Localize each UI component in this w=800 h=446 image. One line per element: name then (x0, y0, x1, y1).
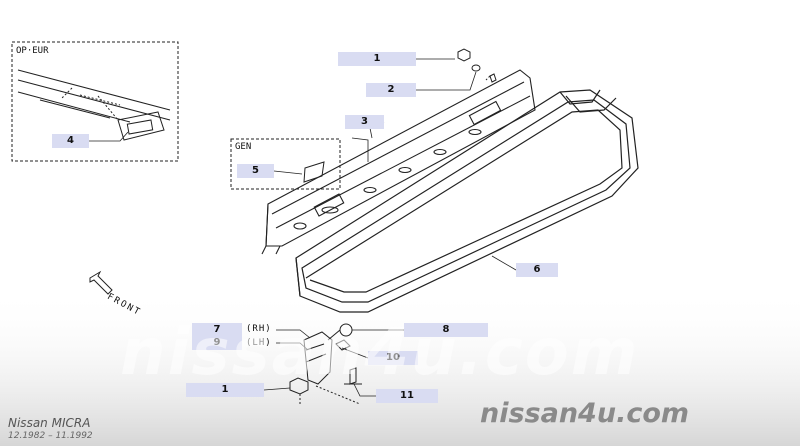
callout-7-bracket-rh[interactable]: 7 (192, 323, 242, 337)
callout-9-bracket-lh[interactable]: 9 (192, 336, 242, 350)
op-eur-label: OP·EUR (16, 46, 49, 56)
front-arrow (89, 270, 113, 295)
callout-8-grommet[interactable]: 8 (404, 323, 488, 337)
watermark-main: nissan4u.com (120, 316, 640, 390)
reflector-part (303, 161, 325, 183)
lh-label: (LH) (246, 338, 272, 348)
production-dates: 12.1982 – 11.1992 (8, 431, 93, 441)
callout-4-license-lamp[interactable]: 4 (52, 134, 89, 148)
license-lamp-part (97, 95, 165, 141)
model-name: Nissan MICRA (8, 416, 91, 430)
callout-10-clip[interactable]: 10 (368, 351, 418, 365)
leader-lines (89, 58, 517, 397)
callout-6-bumper-cover[interactable]: 6 (516, 263, 558, 277)
inset-op-eur (11, 41, 179, 162)
bottom-fade (0, 290, 800, 446)
rh-label: (RH) (246, 324, 272, 334)
nut-washer-top (457, 48, 497, 83)
callout-3-reinforcement[interactable]: 3 (345, 115, 384, 129)
bracket-assembly (289, 323, 362, 406)
callout-5-reflector[interactable]: 5 (237, 164, 274, 178)
gen-label: GEN (235, 142, 252, 152)
callout-2-washer[interactable]: 2 (366, 83, 416, 97)
callout-11-bolt[interactable]: 11 (376, 389, 438, 403)
bumper-reinforcement (261, 69, 536, 255)
callout-1-nut[interactable]: 1 (338, 52, 416, 66)
inset-gen (230, 138, 341, 190)
watermark-corner: nissan4u.com (480, 398, 690, 429)
callout-1-nut-lower[interactable]: 1 (186, 383, 264, 397)
bumper-cover (295, 89, 639, 313)
